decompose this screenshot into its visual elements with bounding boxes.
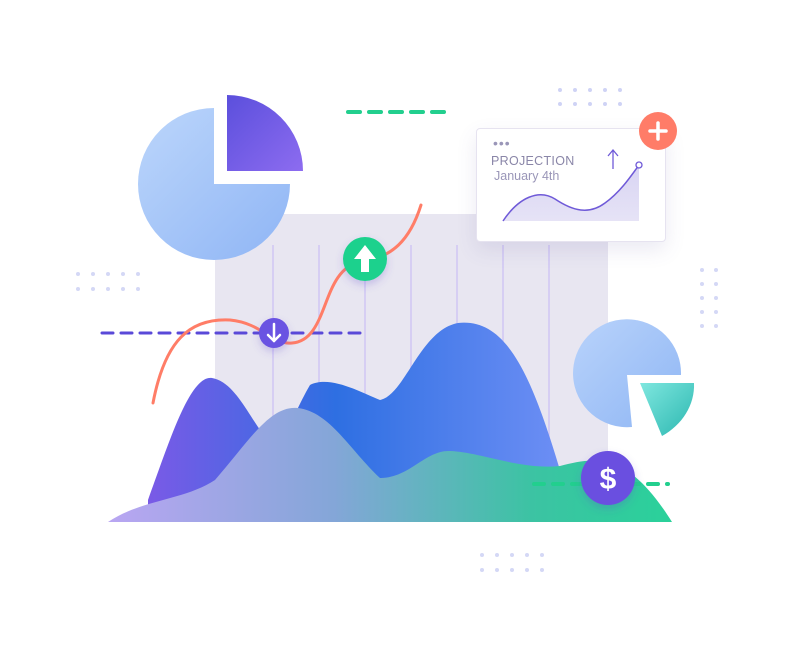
projection-card: ••• PROJECTION January 4th (476, 128, 666, 242)
dollar-icon: $ (581, 451, 635, 505)
dot-grid-left (76, 272, 140, 291)
pie-chart-icon (138, 95, 303, 260)
projection-mini-chart (502, 148, 643, 222)
small-pie-chart (573, 319, 695, 436)
trend-arrow-icon (607, 148, 619, 169)
dollar-symbol: $ (600, 463, 617, 496)
arrow-down-icon (259, 318, 289, 348)
dot-grid-bottom (480, 553, 544, 572)
plus-icon[interactable] (637, 110, 679, 152)
card-menu-dots: ••• (493, 135, 511, 151)
dot-grid-right (700, 268, 718, 328)
mountain-front (108, 407, 672, 522)
arrow-up-icon (343, 237, 387, 281)
dot-grid-top-right (558, 88, 622, 106)
projection-title: PROJECTION (491, 154, 575, 168)
projection-date: January 4th (494, 169, 560, 183)
